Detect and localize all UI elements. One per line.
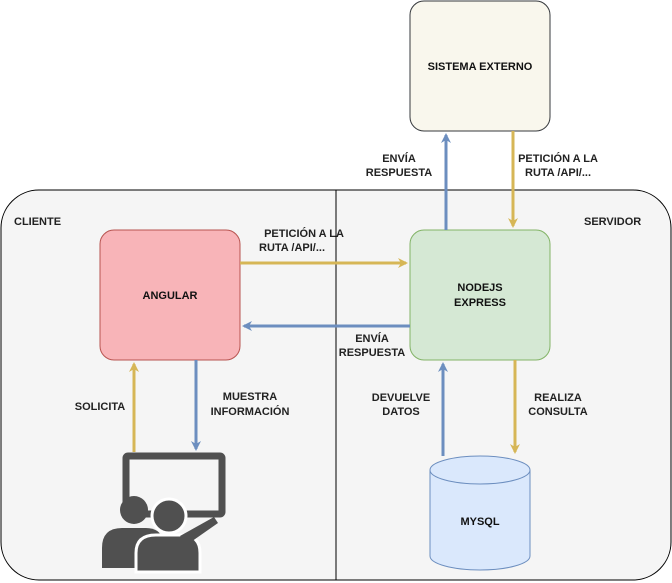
label-angular-to-user-1: MUESTRA bbox=[223, 391, 277, 403]
angular-node[interactable] bbox=[99, 229, 241, 361]
external-system-node[interactable] bbox=[409, 0, 551, 132]
users-presentation-icon bbox=[102, 452, 226, 574]
label-mysql-to-node-1: DEVUELVE bbox=[372, 392, 430, 404]
nodejs-label-line1: NODEJS bbox=[457, 282, 502, 294]
label-angular-to-node-2: RUTA /API/... bbox=[259, 242, 325, 254]
mysql-database-node[interactable] bbox=[429, 455, 531, 571]
label-ext-to-node-1: PETICIÓN A LA bbox=[518, 152, 598, 165]
angular-label: ANGULAR bbox=[143, 290, 198, 302]
server-region-label: SERVIDOR bbox=[584, 216, 641, 228]
label-node-to-ext-1: ENVÍA bbox=[382, 152, 416, 165]
label-node-to-angular-2: RESPUESTA bbox=[339, 347, 405, 359]
label-node-to-mysql-1: REALIZA bbox=[534, 392, 582, 404]
label-angular-to-node-1: PETICIÓN A LA bbox=[264, 227, 344, 240]
label-ext-to-node-2: RUTA /API/... bbox=[525, 167, 591, 179]
external-system-label: SISTEMA EXTERNO bbox=[428, 61, 533, 73]
label-angular-to-user-2: INFORMACIÓN bbox=[211, 405, 290, 418]
client-region-label: CLIENTE bbox=[14, 216, 61, 228]
nodejs-label-line2: EXPRESS bbox=[454, 297, 506, 309]
mysql-label: MYSQL bbox=[460, 516, 499, 528]
label-node-to-mysql-2: CONSULTA bbox=[528, 406, 588, 418]
label-node-to-ext-2: RESPUESTA bbox=[366, 167, 432, 179]
label-node-to-angular-1: ENVÍA bbox=[355, 332, 389, 345]
label-mysql-to-node-2: DATOS bbox=[382, 406, 420, 418]
label-user-to-angular: SOLICITA bbox=[75, 401, 126, 413]
nodejs-node[interactable] bbox=[409, 229, 551, 361]
